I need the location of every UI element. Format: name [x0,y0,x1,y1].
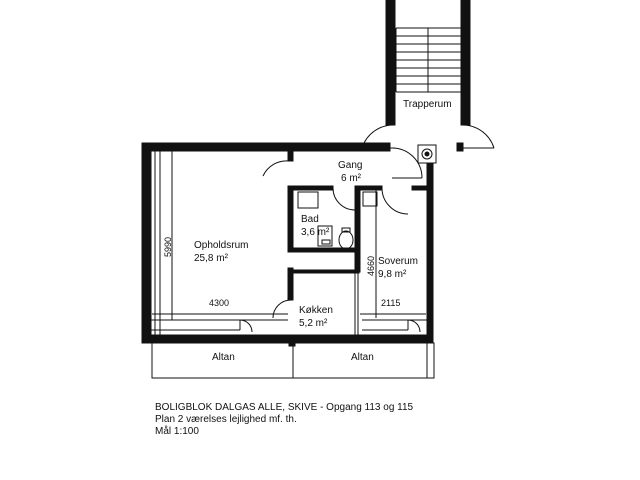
dimension-bedroom-depth: 4660 [366,256,376,276]
dimension-lines [152,151,426,318]
room-label-bath: Bad [301,214,319,225]
dimension-bedroom-width: 2115 [381,298,400,308]
staircase [361,0,495,164]
room-label-living: Opholdsrum [194,240,248,251]
caption-scale: Mål 1:100 [155,426,199,437]
entrance-doors [391,147,423,179]
bathroom-fixtures [297,191,378,250]
room-label-kitchen: Køkken [299,305,333,316]
caption-title: BOLIGBLOK DALGAS ALLE, SKIVE - Opgang 11… [155,402,414,413]
drawing-caption: BOLIGBLOK DALGAS ALLE, SKIVE - Opgang 11… [155,402,413,438]
room-area-bedroom: 9,8 m² [378,269,407,280]
room-label-stair: Trapperum [403,99,452,110]
stair-treads [396,35,461,93]
dimension-living-depth: 5990 [163,237,173,257]
room-area-bath: 3,6 m² [301,227,330,238]
exterior-walls [141,142,464,344]
balconies [141,334,435,379]
room-area-kitchen: 5,2 m² [299,318,328,329]
room-label-hall: Gang [338,160,362,171]
interior-doors [262,160,409,319]
dimension-living-width: 4300 [209,298,229,308]
room-label-balcony-left: Altan [212,352,235,363]
room-label-bedroom: Soverum [378,256,418,267]
caption-subtitle: Plan 2 værelses lejlighed mf. th. [155,414,297,425]
room-area-hall: 6 m² [341,173,362,184]
room-label-balcony-right: Altan [351,352,374,363]
room-area-living: 25,8 m² [194,253,229,264]
